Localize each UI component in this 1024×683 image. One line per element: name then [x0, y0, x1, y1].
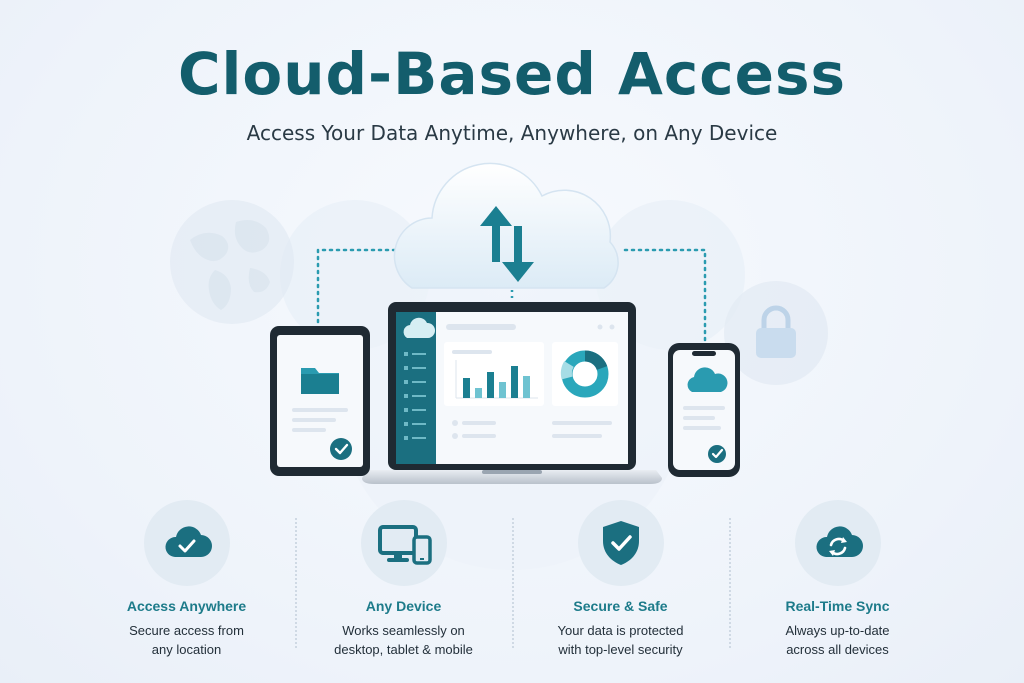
feature-real-time-sync: Real-Time Sync Always up-to-date across …: [729, 500, 946, 660]
feature-title: Any Device: [365, 598, 442, 614]
feature-icon-circle: [794, 500, 881, 586]
feature-description: Secure access from any location: [78, 621, 295, 659]
globe-icon: [170, 200, 294, 324]
feature-desc-line: any location: [151, 642, 222, 657]
feature-desc-line: with top-level security: [558, 642, 683, 657]
feature-title: Access Anywhere: [126, 598, 247, 614]
connector-left: [316, 248, 412, 324]
feature-desc-line: Works seamlessly on: [342, 623, 465, 638]
feature-list: Access Anywhere Secure access from any l…: [78, 500, 946, 660]
feature-title: Secure & Safe: [573, 598, 668, 614]
cloud-icon: [687, 367, 728, 392]
feature-icon-circle: [360, 500, 447, 586]
feature-title: Real-Time Sync: [785, 598, 890, 614]
feature-icon-circle: [143, 500, 230, 586]
feature-desc-line: desktop, tablet & mobile: [334, 642, 473, 657]
sync-arrows-icon: [480, 206, 534, 282]
check-icon: [330, 438, 352, 460]
cloud-sync-icon: [815, 526, 863, 557]
feature-description: Your data is protected with top-level se…: [512, 621, 729, 659]
lock-icon: [724, 281, 828, 385]
feature-description: Works seamlessly on desktop, tablet & mo…: [295, 621, 512, 659]
tablet: [270, 326, 370, 476]
feature-access-anywhere: Access Anywhere Secure access from any l…: [78, 500, 295, 660]
devices-icon: [377, 525, 432, 565]
page-subtitle: Access Your Data Anytime, Anywhere, on A…: [246, 121, 778, 145]
page-title: Cloud-Based Access: [177, 40, 847, 108]
feature-description: Always up-to-date across all devices: [729, 621, 946, 659]
feature-desc-line: Your data is protected: [557, 623, 684, 638]
feature-secure-safe: Secure & Safe Your data is protected wit…: [512, 500, 729, 660]
cloud-icon: [403, 317, 436, 338]
phone: [668, 343, 740, 477]
feature-desc-line: across all devices: [786, 642, 889, 657]
feature-desc-line: Always up-to-date: [785, 623, 890, 638]
shield-check-icon: [602, 521, 639, 565]
cloud-check-icon: [164, 526, 212, 557]
feature-icon-circle: [577, 500, 664, 586]
check-icon: [708, 445, 726, 463]
laptop: [362, 302, 662, 484]
feature-any-device: Any Device Works seamlessly on desktop, …: [295, 500, 512, 660]
connector-right: [623, 248, 707, 342]
folder-icon: [301, 368, 339, 394]
feature-desc-line: Secure access from: [129, 623, 244, 638]
